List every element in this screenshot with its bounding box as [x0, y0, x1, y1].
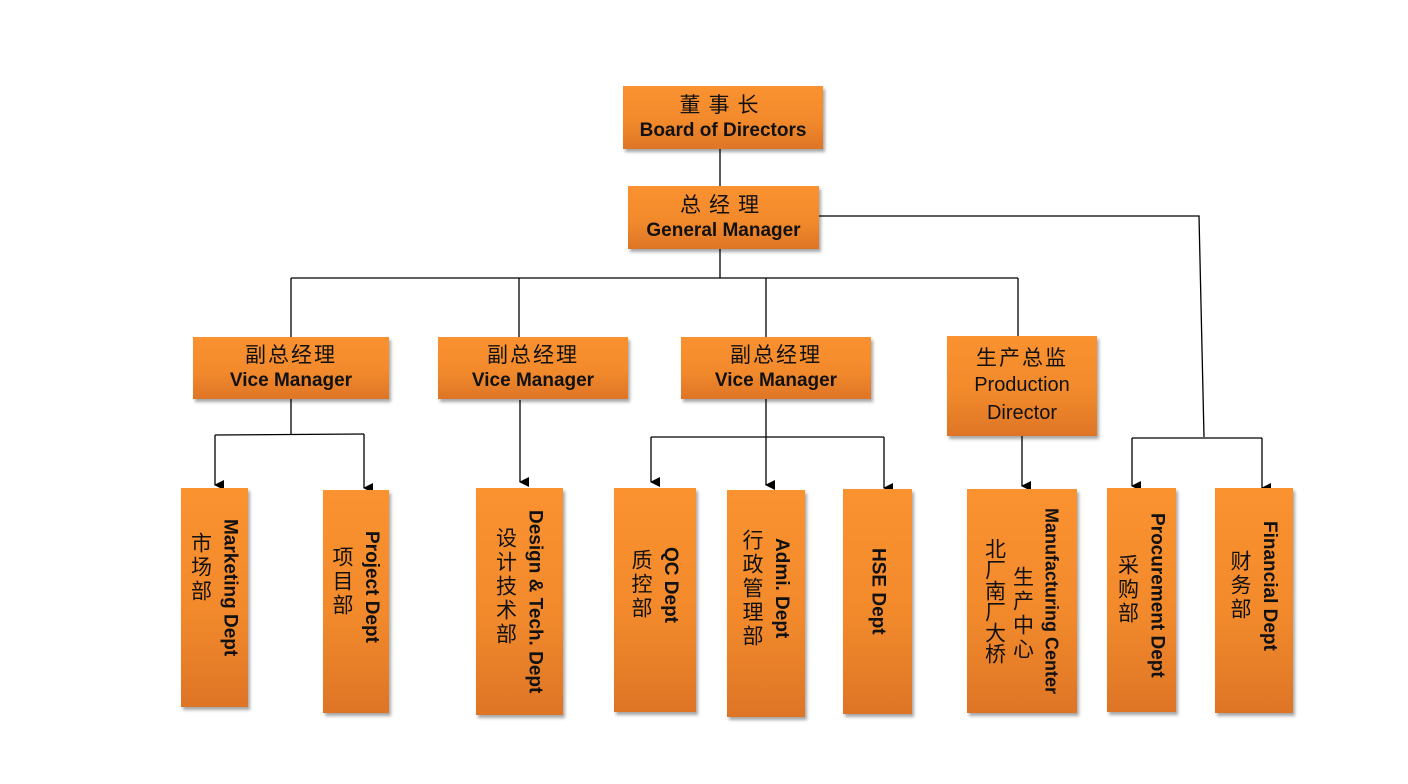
dept-marketing-box[interactable]: 市场部 Marketing Dept: [181, 488, 248, 707]
dept-manufacturing-box[interactable]: 生产中心 北厂南厂大桥 Manufacturing Center: [967, 489, 1077, 713]
procurement-en-label: Procurement Dept: [1146, 512, 1168, 678]
marketing-en-label: Marketing Dept: [219, 518, 241, 657]
pd-zh-label: 生产总监: [976, 346, 1068, 370]
manufacturing-zh-group: 生产中心 北厂南厂大桥: [983, 538, 1035, 664]
line-vm1-bus: [214, 433, 365, 436]
vm2-zh-label: 副总经理: [487, 343, 579, 367]
vm2-en-label: Vice Manager: [471, 370, 595, 391]
gm-en-label: General Manager: [646, 219, 801, 241]
pd-en-label: Production Director: [974, 374, 1070, 424]
vm3-zh-label: 副总经理: [730, 343, 822, 367]
dept-procurement-box[interactable]: 采购部 Procurement Dept: [1107, 488, 1176, 712]
qc-zh-label: 质控部: [629, 549, 653, 621]
general-manager-box[interactable]: 总经理 General Manager: [628, 186, 819, 249]
vm3-en-label: Vice Manager: [714, 370, 838, 391]
board-en-label: Board of Directors: [639, 119, 807, 141]
qc-en-label: QC Dept: [660, 547, 681, 623]
financial-en-label: Financial Dept: [1259, 520, 1280, 651]
manufacturing-en-label: Manufacturing Center: [1041, 507, 1062, 694]
marketing-zh-label: 市场部: [188, 531, 213, 604]
financial-zh-label: 财务部: [1228, 549, 1252, 622]
vice-manager-box-1[interactable]: 副总经理 Vice Manager: [193, 337, 389, 399]
admin-zh-label: 行政管理部: [740, 528, 764, 649]
dept-hse-box[interactable]: HSE Dept: [843, 489, 912, 714]
vice-manager-box-3[interactable]: 副总经理 Vice Manager: [681, 337, 871, 399]
manufacturing-zh-label: 生产中心: [1010, 566, 1035, 662]
admin-en-label: Admi. Dept: [771, 538, 792, 639]
manufacturing-sites-label: 北厂南厂大桥: [982, 538, 1007, 664]
gm-zh-label: 总经理: [680, 192, 767, 217]
vm1-zh-label: 副总经理: [245, 343, 337, 367]
dept-financial-box[interactable]: 财务部 Financial Dept: [1215, 488, 1293, 713]
project-zh-label: 项目部: [330, 545, 354, 618]
design-zh-label: 设计技术部: [493, 526, 518, 647]
dept-design-box[interactable]: 设计技术部 Design & Tech. Dept: [476, 488, 563, 715]
dept-project-box[interactable]: 项目部 Project Dept: [323, 490, 389, 713]
hse-en-label: HSE Dept: [867, 548, 889, 635]
vm1-en-label: Vice Manager: [229, 370, 353, 391]
procurement-zh-label: 采购部: [1115, 554, 1140, 626]
design-en-label: Design & Tech. Dept: [524, 509, 546, 694]
dept-admin-box[interactable]: 行政管理部 Admi. Dept: [727, 490, 805, 717]
project-en-label: Project Dept: [361, 530, 382, 643]
board-of-directors-box[interactable]: 董事长 Board of Directors: [623, 86, 823, 149]
production-director-box[interactable]: 生产总监 Production Director: [947, 336, 1097, 436]
vice-manager-box-2[interactable]: 副总经理 Vice Manager: [438, 337, 628, 399]
dept-qc-box[interactable]: 质控部 QC Dept: [614, 488, 696, 712]
board-zh-label: 董事长: [679, 92, 767, 117]
line-gm-right: [819, 215, 1205, 438]
